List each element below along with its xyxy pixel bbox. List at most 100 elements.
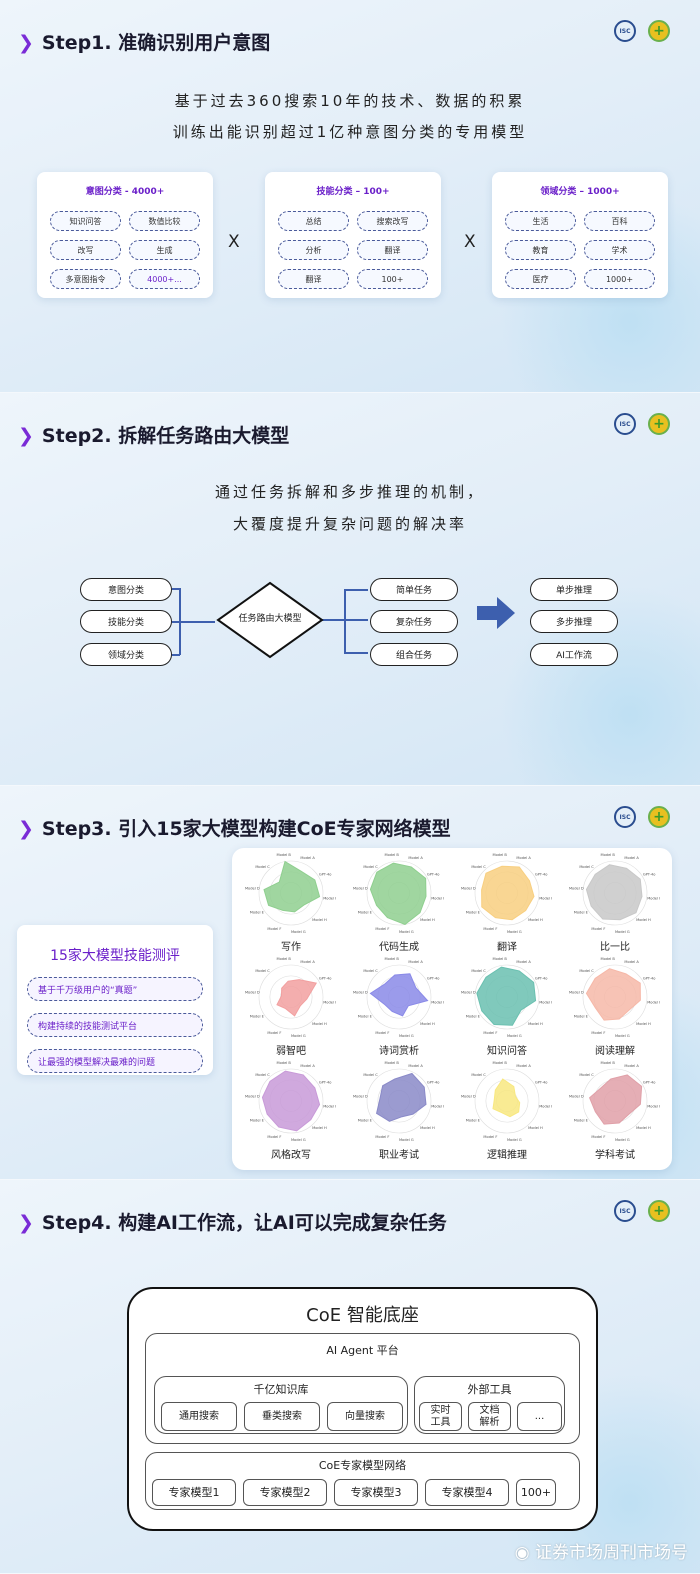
radar-axis-label: Model I <box>539 896 552 900</box>
expert-model: 专家模型4 <box>425 1479 509 1506</box>
radar-grid <box>485 1079 529 1123</box>
radar-axis-label: Model E <box>466 1118 481 1122</box>
radar-axis-label: Model F <box>591 927 605 931</box>
kb-item: 向量搜索 <box>327 1402 403 1431</box>
watermark-text: 证券市场周刊市场号 <box>535 1543 688 1563</box>
chevron-right-icon: ❯ <box>18 1212 34 1234</box>
radar-axis-label: Model H <box>312 918 327 922</box>
radar-axis-label: Model F <box>483 927 497 931</box>
radar-axis-label: Model F <box>375 927 389 931</box>
step3-title: ❯Step3. 引入15家大模型构建CoE专家网络模型 <box>18 814 451 841</box>
radar-axis-label: Model F <box>267 1135 281 1139</box>
step4-title-text: Step4. 构建AI工作流，让AI可以完成复杂任务 <box>41 1212 447 1234</box>
radar-axis-label: Model D <box>569 1095 584 1099</box>
category-card-title: 领域分类 – 1000+ <box>540 187 620 197</box>
radar-chart-label: 诗词赏析 <box>379 1046 419 1057</box>
coe-base-title: CoE 智能底座 <box>306 1305 419 1326</box>
radar-axis-label: GPT-4o <box>427 1081 440 1085</box>
radar-axis-label: Model D <box>245 1095 260 1099</box>
radar-axis-label: Model E <box>358 1014 373 1018</box>
tool-item: ... <box>517 1402 562 1431</box>
radar-axis-label: Model B <box>600 853 615 857</box>
radar-axis-label: Model B <box>276 1061 291 1065</box>
category-item: 生活 <box>505 211 576 231</box>
radar-grid <box>474 964 540 1030</box>
radar-axis-label: Model A <box>300 1064 315 1068</box>
radar-axis-label: Model H <box>420 1022 435 1026</box>
category-item: 4000+... <box>129 269 200 289</box>
radar-grid <box>258 964 324 1030</box>
radar-grid <box>582 964 648 1030</box>
radar-grid <box>258 1068 324 1134</box>
weibo-icon: ◉ <box>514 1543 535 1563</box>
radar-axis-label: Model A <box>408 856 423 860</box>
radar-axis-label: Model G <box>291 1034 306 1038</box>
radar-axis-label: Model G <box>291 930 306 934</box>
radar-axis-label: Model C <box>363 865 378 869</box>
radar-chart-label: 知识问答 <box>487 1046 527 1057</box>
radar-chart-label: 写作 <box>281 942 301 953</box>
chevron-right-icon: ❯ <box>18 425 34 447</box>
radar-chart-label: 学科考试 <box>595 1150 635 1161</box>
tool-item: 文档 解析 <box>468 1402 511 1431</box>
radar-axis-label: Model F <box>375 1031 389 1035</box>
radar-axis-label: Model C <box>363 1073 378 1077</box>
agent-platform: AI Agent 平台 千亿知识库 通用搜索 垂类搜索 向量搜索 外部工具 实时… <box>145 1333 580 1444</box>
radar-axis-label: Model E <box>250 910 265 914</box>
radar-axis-label: Model A <box>624 1064 639 1068</box>
knowledge-base: 千亿知识库 通用搜索 垂类搜索 向量搜索 <box>154 1376 408 1434</box>
category-item: 百科 <box>584 211 655 231</box>
radar-axis-label: Model H <box>528 1022 543 1026</box>
category-item: 数值比较 <box>129 211 200 231</box>
radar-axis-label: Model B <box>600 957 615 961</box>
radar-axis-label: Model B <box>384 1061 399 1065</box>
radar-chart-label: 阅读理解 <box>595 1046 635 1057</box>
radar-axis-label: Model B <box>276 853 291 857</box>
radar-axis-label: Model B <box>492 853 507 857</box>
radar-axis-label: Model H <box>528 918 543 922</box>
step2-title: ❯Step2. 拆解任务路由大模型 <box>18 421 289 448</box>
radar-series <box>585 864 643 921</box>
subtitle-line: 基于过去360搜索10年的技术、数据的积累 <box>174 92 526 110</box>
radar-axis-label: Model C <box>471 865 486 869</box>
agent-platform-title: AI Agent 平台 <box>326 1344 399 1357</box>
radar-axis-label: Model F <box>375 1135 389 1139</box>
logos: ISC + <box>614 413 670 435</box>
radar-axis-label: Model A <box>408 960 423 964</box>
radar-panel: Model B Model A GPT-4o Model I Model H Model … <box>232 848 672 1170</box>
radar-axis-label: Model C <box>471 969 486 973</box>
org-logo: + <box>648 413 670 435</box>
radar-series <box>261 1070 321 1132</box>
category-item: 生成 <box>129 240 200 260</box>
radar-axis-label: Model E <box>250 1014 265 1018</box>
category-item: 分析 <box>278 240 349 260</box>
radar-series <box>369 862 427 926</box>
radar-axis-label: Model F <box>591 1031 605 1035</box>
radar-grid <box>474 860 540 926</box>
radar-series <box>276 979 318 1017</box>
radar-axis-label: Model E <box>574 1014 589 1018</box>
radar-axis-label: Model I <box>539 1000 552 1004</box>
radar-axis-label: Model H <box>636 1022 651 1026</box>
radar-axis-label: Model B <box>600 1061 615 1065</box>
radar-axis-label: Model C <box>255 865 270 869</box>
step3-title-text: Step3. 引入15家大模型构建CoE专家网络模型 <box>41 818 451 840</box>
radar-axis-label: Model G <box>399 930 414 934</box>
radar-series <box>492 1078 521 1118</box>
category-item: 总结 <box>278 211 349 231</box>
isc-logo: ISC <box>614 20 636 42</box>
radar-series <box>585 968 641 1021</box>
radar-axis-label: Model C <box>579 865 594 869</box>
radar-series <box>369 973 429 1017</box>
watermark: ◉ 证券市场周刊市场号 <box>515 1538 688 1563</box>
isc-logo: ISC <box>614 413 636 435</box>
times-sign: X <box>228 232 240 252</box>
isc-logo: ISC <box>614 806 636 828</box>
radar-chart-label: 代码生成 <box>379 942 419 953</box>
radar-axis-label: Model G <box>507 1138 522 1142</box>
